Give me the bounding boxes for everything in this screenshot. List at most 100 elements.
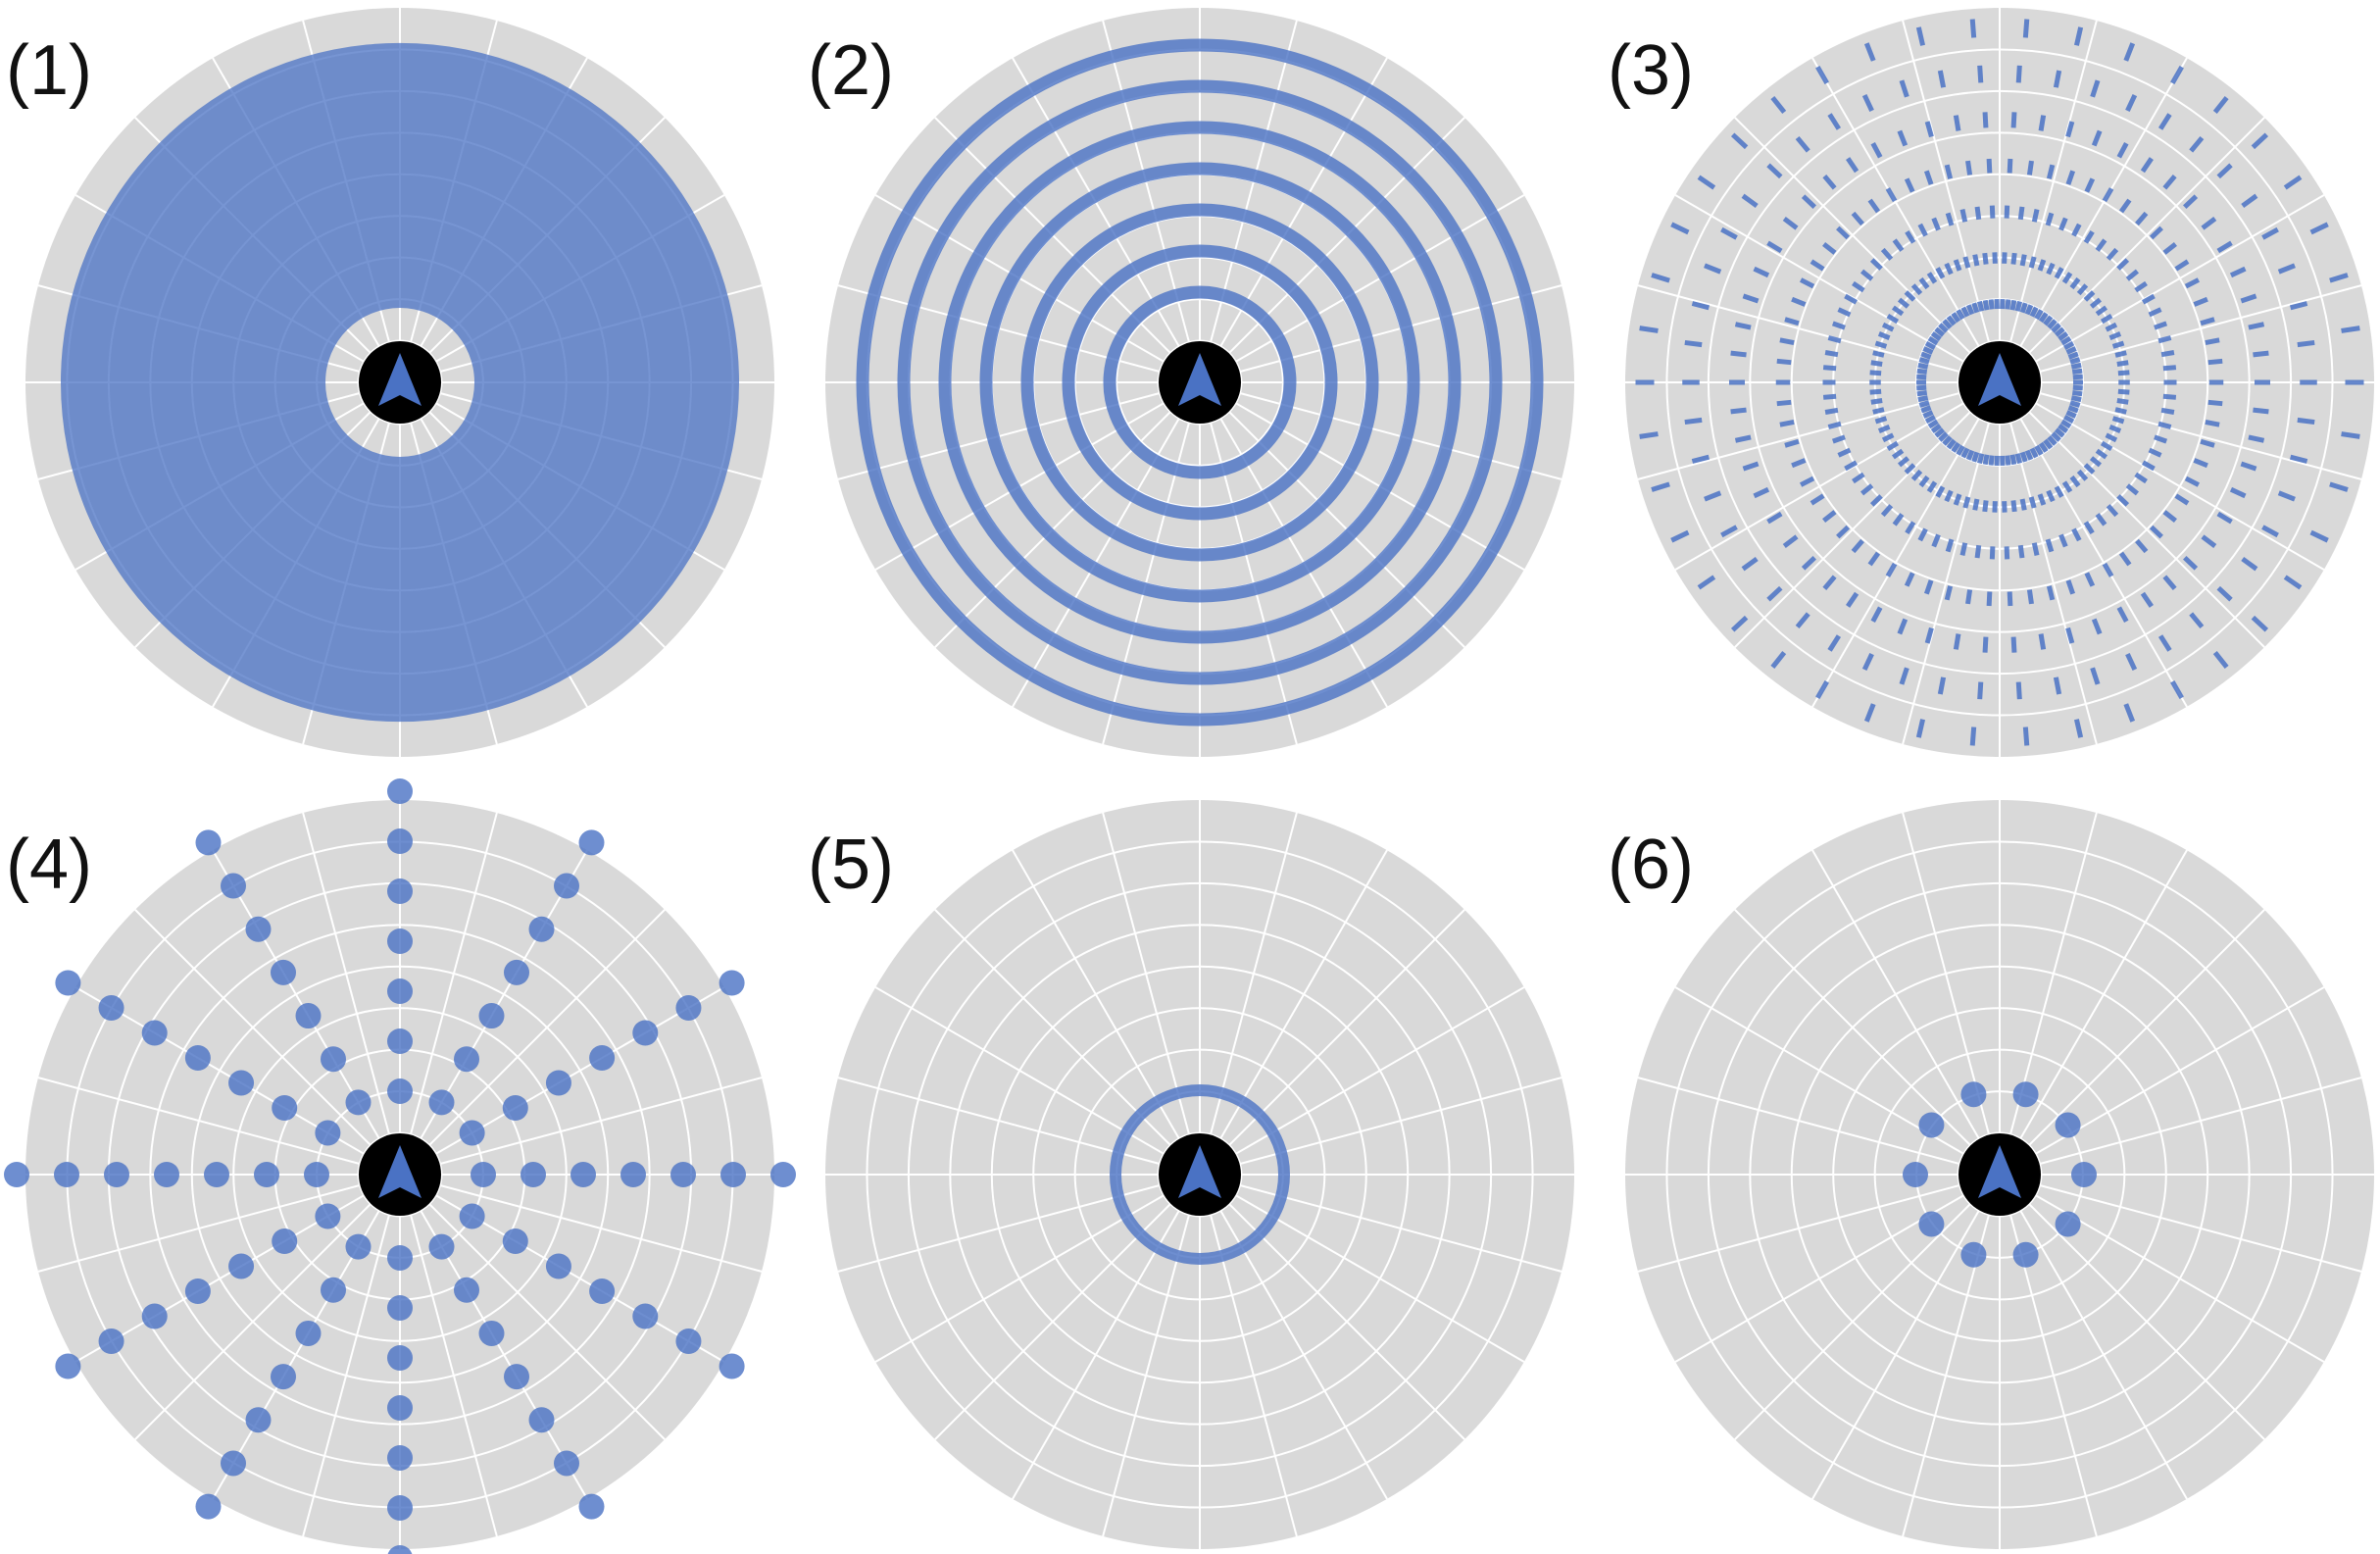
pattern-tick — [1910, 469, 1923, 481]
grid-spoke — [1199, 1174, 1525, 1363]
pattern-tick — [2261, 525, 2279, 538]
grid-spoke — [1999, 1077, 2362, 1176]
pattern-dot — [2012, 1081, 2039, 1108]
pattern-tick — [1989, 205, 1996, 219]
pattern-dot — [454, 1046, 479, 1073]
pattern-dot — [2055, 1211, 2081, 1237]
pattern-tick — [1766, 511, 1783, 525]
pattern-dot — [620, 1162, 646, 1187]
pattern-tick — [1897, 456, 1910, 468]
pattern-tick — [1926, 272, 1938, 284]
grid-spoke — [1999, 1174, 2325, 1363]
grid-spoke — [1902, 381, 2001, 745]
pattern-tick — [1905, 229, 1916, 244]
pattern-tick — [1720, 226, 1738, 240]
pattern-tick — [1753, 486, 1770, 499]
pattern-tick — [1931, 533, 1941, 548]
pattern-tick — [1956, 444, 1965, 456]
pattern-tick — [2024, 449, 2034, 461]
pattern-tick — [1892, 513, 1905, 526]
pattern-dot — [589, 1045, 616, 1071]
grid-spoke — [874, 381, 1201, 571]
pattern-dot — [228, 1253, 255, 1279]
pattern-tick — [1872, 350, 1885, 358]
pattern-tick — [1988, 455, 1995, 466]
pattern-dot — [478, 1320, 505, 1346]
pattern-tick — [1937, 70, 1947, 88]
pattern-tick — [1905, 521, 1916, 535]
grid-spoke — [837, 1174, 1201, 1273]
pattern-dot — [770, 1162, 796, 1187]
pattern-tick — [2076, 283, 2089, 296]
pattern-tick — [1944, 585, 1954, 601]
grid-spoke — [399, 909, 666, 1176]
grid-spoke — [37, 1174, 401, 1273]
pattern-tick — [1924, 121, 1934, 138]
pattern-tick — [1916, 374, 1927, 380]
pattern-tick — [1899, 667, 1909, 685]
grid-spoke — [1199, 849, 1388, 1176]
pattern-tick — [1801, 555, 1816, 571]
pattern-tick — [2149, 525, 2163, 539]
pattern-tick — [1822, 393, 1837, 400]
pattern-tick — [1877, 425, 1891, 433]
pattern-tick — [1697, 175, 1716, 190]
pattern-tick — [2004, 546, 2010, 560]
pattern-tick — [2277, 263, 2296, 275]
panel-4: (4) — [4, 778, 796, 1554]
pattern-dot — [387, 1028, 413, 1054]
grid-spoke — [1999, 909, 2265, 1176]
pattern-dot — [387, 1395, 413, 1421]
pattern-dot — [554, 1450, 579, 1477]
pattern-tick — [1953, 259, 1962, 272]
pattern-tick — [2341, 326, 2360, 333]
pattern-dot — [471, 1162, 496, 1187]
panel-6-label: (6) — [1608, 826, 1694, 904]
pattern-tick — [1953, 115, 1961, 131]
pattern-tick — [1779, 419, 1795, 427]
pattern-tick — [2248, 434, 2265, 443]
pattern-tick — [1965, 449, 1975, 461]
pattern-tick — [1918, 400, 1930, 408]
pattern-layer — [4, 778, 796, 1554]
grid-spoke — [1734, 117, 2001, 383]
pattern-tick — [2116, 606, 2129, 624]
pattern-tick — [2212, 651, 2229, 670]
pattern-tick — [2072, 384, 2083, 391]
pattern-tick — [1742, 461, 1760, 472]
pattern-tick — [1837, 447, 1852, 458]
pattern-tick — [1951, 312, 1961, 324]
pattern-tick — [2009, 454, 2017, 466]
grid-spoke — [1734, 1174, 2001, 1440]
pattern-tick — [2038, 312, 2049, 324]
pattern-tick — [1953, 493, 1962, 506]
pattern-dot — [387, 1078, 413, 1104]
grid-spoke — [1637, 1174, 2001, 1273]
pattern-tick — [2108, 425, 2122, 433]
pattern-tick — [1639, 431, 1659, 439]
pattern-tick — [2060, 335, 2072, 346]
grid-spoke — [1674, 1174, 2001, 1363]
pattern-tick — [2116, 258, 2130, 271]
pattern-tick — [2053, 70, 2062, 88]
pattern-tick — [2095, 305, 2108, 317]
pattern-tick — [1918, 475, 1930, 488]
grid-spoke — [1811, 57, 2001, 383]
pattern-layer — [856, 38, 1544, 727]
pattern-tick — [2135, 211, 2149, 226]
pattern-tick — [1917, 527, 1928, 542]
pattern-tick — [1971, 302, 1980, 314]
pattern-tick — [1965, 589, 1973, 605]
pattern-tick — [1930, 424, 1942, 433]
pattern-tick — [2004, 205, 2010, 219]
pattern-tick — [1799, 476, 1815, 487]
pattern-dot — [454, 1277, 479, 1303]
pattern-tick — [1972, 498, 1980, 511]
grid-spoke — [1811, 1174, 2001, 1500]
pattern-tick — [2014, 453, 2022, 465]
pattern-tick — [1969, 727, 1977, 746]
pattern-tick — [1989, 546, 1996, 560]
pattern-tick — [1945, 538, 1955, 553]
pattern-dot — [589, 1278, 616, 1304]
grid-spoke — [934, 381, 1201, 648]
